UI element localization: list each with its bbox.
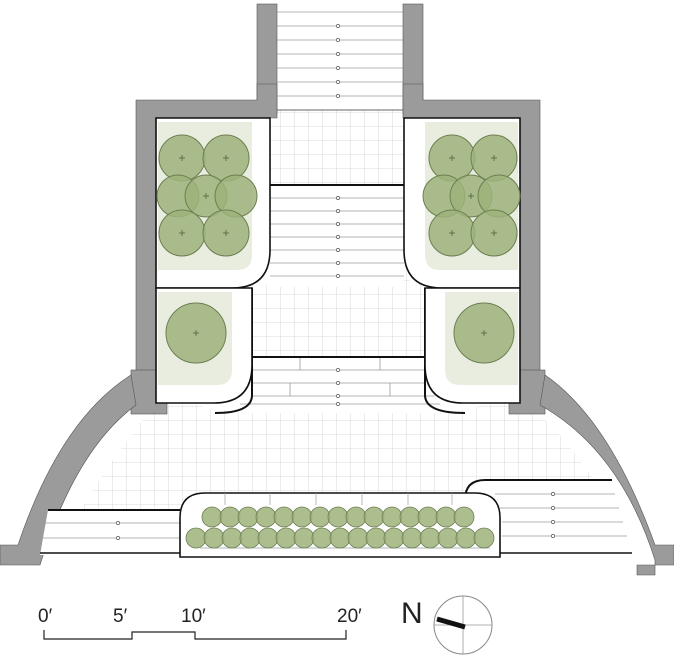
scale-label-5: 5′: [113, 606, 128, 627]
scale-label-10: 10′: [181, 606, 206, 627]
scale-label-0: 0′: [38, 606, 53, 627]
north-stair: [277, 11, 403, 111]
lower-stair: [214, 288, 466, 414]
tree-center-marks: [179, 155, 497, 336]
north-arrow: N: [401, 595, 493, 655]
scale-label-20: 20′: [337, 606, 362, 627]
building-walls: [0, 3, 674, 576]
scale-bar: 0′ 5′ 10′ 20′: [38, 606, 362, 640]
stair-centerline-dots: [336, 24, 340, 98]
lower-left-steps: [40, 509, 180, 555]
central-hedge-planter: [179, 492, 501, 558]
north-label: N: [401, 597, 423, 630]
north-arrow-icon: [433, 595, 493, 655]
lower-right-steps: [464, 479, 632, 554]
middle-stair: [270, 184, 404, 287]
